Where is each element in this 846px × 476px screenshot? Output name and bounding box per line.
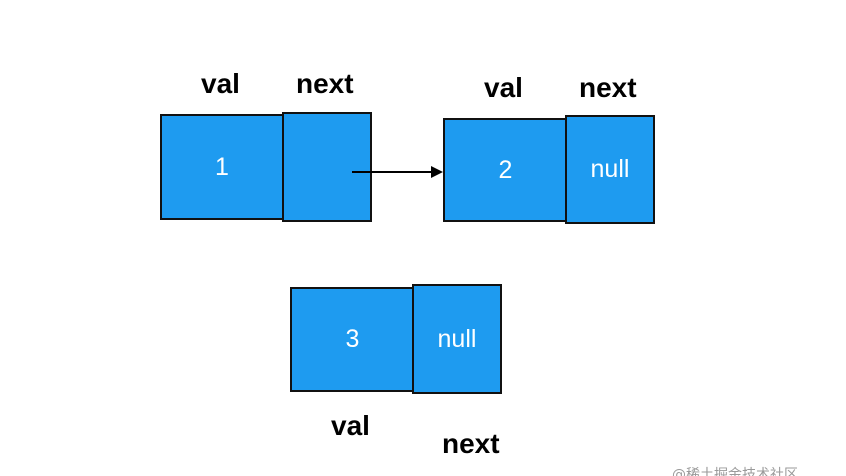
watermark-text: @稀土掘金技术社区	[672, 467, 798, 476]
node2-val-text: 2	[498, 155, 513, 184]
node3-next-label: next	[442, 428, 500, 459]
node3-val-cell: 3	[290, 287, 415, 392]
node1-next-label: next	[296, 68, 354, 99]
node2-val-cell: 2	[443, 118, 568, 222]
node2-val-label: val	[484, 72, 523, 103]
node2-next-text: null	[590, 155, 630, 183]
node3-next-text: null	[437, 324, 477, 353]
node1-next-cell	[282, 112, 372, 222]
node2-next-cell: null	[565, 115, 655, 224]
node3-val-label: val	[331, 410, 370, 441]
arrow-head-icon	[431, 166, 443, 178]
node3-next-cell: null	[412, 284, 502, 394]
node2-next-label: next	[579, 72, 637, 103]
node1-val-cell: 1	[160, 114, 284, 220]
node1-val-text: 1	[215, 152, 229, 181]
node1-val-label: val	[201, 68, 240, 99]
node3-val-text: 3	[345, 325, 360, 353]
